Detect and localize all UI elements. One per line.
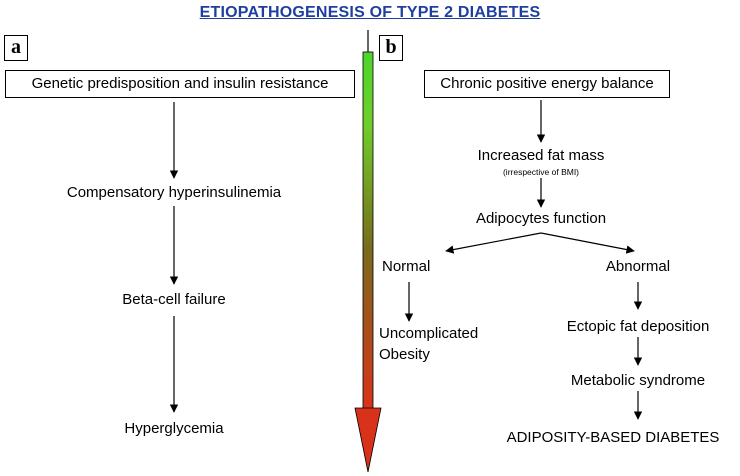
panel-a-step-2: Beta-cell failure <box>122 291 226 308</box>
arrow-b-abnormal <box>540 232 635 254</box>
abnormal-branch-label: Abnormal <box>605 258 671 275</box>
severity-gradient-arrow <box>354 30 382 473</box>
normal-outcome-line-1: Uncomplicated <box>379 325 479 342</box>
normal-branch-label: Normal <box>382 258 431 275</box>
normal-outcome-line-2: Obesity <box>379 346 430 363</box>
diagram-title: ETIOPATHOGENESIS OF TYPE 2 DIABETES <box>199 4 541 21</box>
increased-fat-note: (irrespective of BMI) <box>502 167 580 177</box>
abnormal-step-1: Ectopic fat deposition <box>566 318 710 335</box>
abnormal-step-3: ADIPOSITY-BASED DIABETES <box>506 429 720 446</box>
increased-fat-mass: Increased fat mass <box>477 147 605 164</box>
panel-a-step-3: Hyperglycemia <box>124 420 224 437</box>
panel-b-top-box: Chronic positive energy balance <box>424 70 670 98</box>
abnormal-step-2: Metabolic syndrome <box>570 372 706 389</box>
panel-a-label: a <box>4 35 28 61</box>
arrow-b-normal <box>445 232 542 254</box>
panel-a-top-box: Genetic predisposition and insulin resis… <box>5 70 355 98</box>
panel-a-step-1: Compensatory hyperinsulinemia <box>66 184 282 201</box>
adipocytes-function: Adipocytes function <box>475 210 607 227</box>
panel-b-label: b <box>379 35 403 61</box>
